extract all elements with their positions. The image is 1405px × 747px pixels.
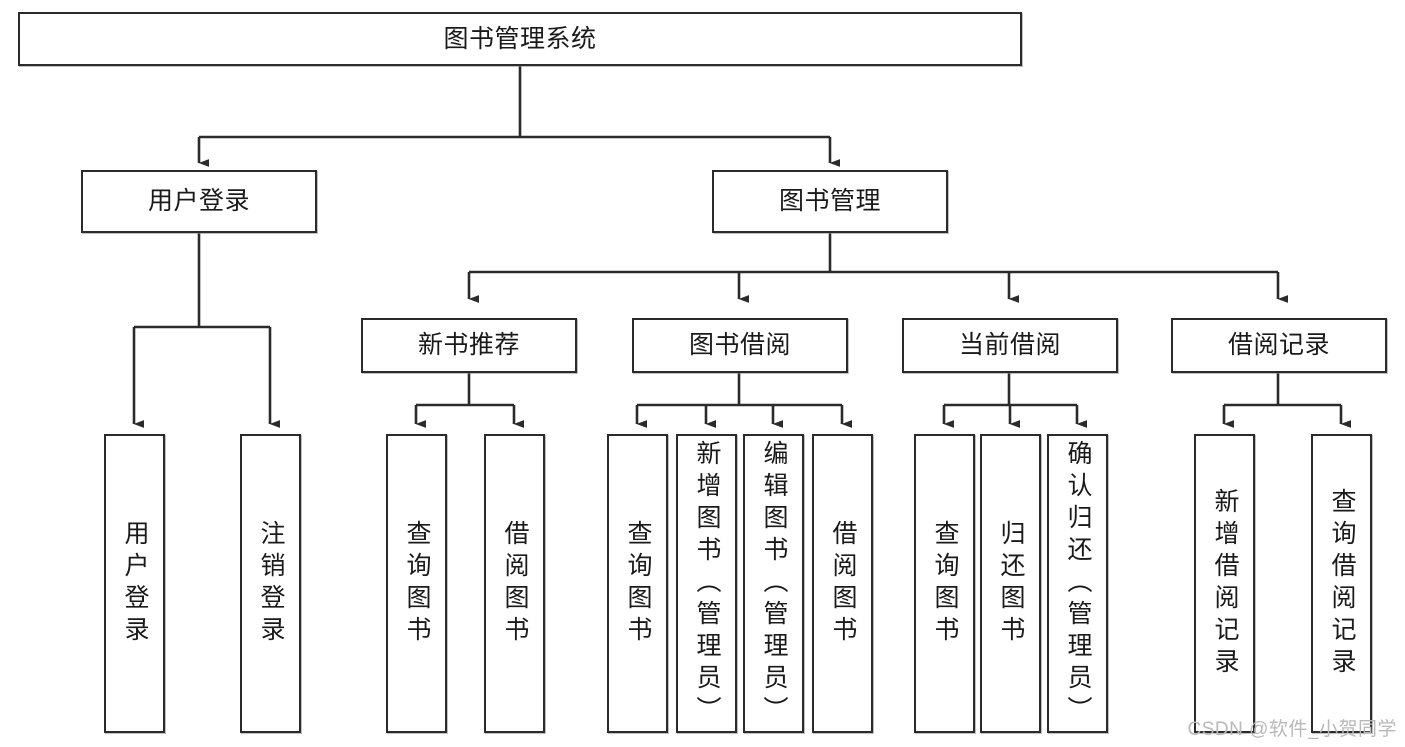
node-label: 图书借阅: [688, 331, 791, 360]
node-label: 新增图书（管理员）: [693, 439, 721, 728]
leaf-user-login-signout[interactable]: 注销登录: [240, 434, 301, 733]
leaf-recommend-borrow-book[interactable]: 借阅图书: [484, 434, 545, 733]
node-label: 查询图书: [931, 519, 959, 648]
node-label: 新书推荐: [417, 331, 520, 360]
leaf-borrow-edit-book-admin[interactable]: 编辑图书（管理员）: [743, 434, 804, 733]
node-current-borrow[interactable]: 当前借阅: [902, 318, 1118, 373]
node-label: 新增借阅记录: [1211, 487, 1239, 680]
leaf-borrow-query-book[interactable]: 查询图书: [607, 434, 668, 733]
leaf-current-confirm-return-admin[interactable]: 确认归还（管理员）: [1047, 434, 1108, 733]
node-label: 编辑图书（管理员）: [760, 439, 788, 728]
node-user-login[interactable]: 用户登录: [81, 170, 317, 233]
node-new-book-recommend[interactable]: 新书推荐: [361, 318, 577, 373]
node-book-borrow[interactable]: 图书借阅: [632, 318, 848, 373]
csdn-watermark: CSDN @软件_小贺同学: [1187, 719, 1397, 740]
node-label: 借阅记录: [1227, 331, 1330, 360]
leaf-recommend-query-book[interactable]: 查询图书: [386, 434, 447, 733]
node-label: 借阅图书: [829, 519, 857, 648]
leaf-borrow-add-book-admin[interactable]: 新增图书（管理员）: [676, 434, 737, 733]
node-label: 确认归还（管理员）: [1064, 439, 1092, 728]
node-label: 查询借阅记录: [1328, 487, 1356, 680]
leaf-current-query-book[interactable]: 查询图书: [914, 434, 975, 733]
leaf-record-query-record[interactable]: 查询借阅记录: [1311, 434, 1372, 733]
node-label: 用户登录: [147, 187, 250, 216]
node-label: 查询图书: [403, 519, 431, 648]
node-label: 用户登录: [121, 519, 149, 648]
node-label: 查询图书: [624, 519, 652, 648]
node-root-system[interactable]: 图书管理系统: [18, 12, 1022, 66]
leaf-user-login-signin[interactable]: 用户登录: [104, 434, 165, 733]
node-book-management[interactable]: 图书管理: [712, 170, 948, 233]
node-label: 借阅图书: [501, 519, 529, 648]
leaf-record-add-record[interactable]: 新增借阅记录: [1194, 434, 1255, 733]
leaf-borrow-borrow-book[interactable]: 借阅图书: [812, 434, 873, 733]
node-borrow-record[interactable]: 借阅记录: [1171, 318, 1387, 373]
node-label: 当前借阅: [958, 331, 1061, 360]
node-label: 归还图书: [997, 519, 1025, 648]
node-label: 图书管理系统: [443, 24, 597, 53]
node-label: 图书管理: [778, 187, 881, 216]
leaf-current-return-book[interactable]: 归还图书: [980, 434, 1041, 733]
node-label: 注销登录: [257, 519, 285, 648]
